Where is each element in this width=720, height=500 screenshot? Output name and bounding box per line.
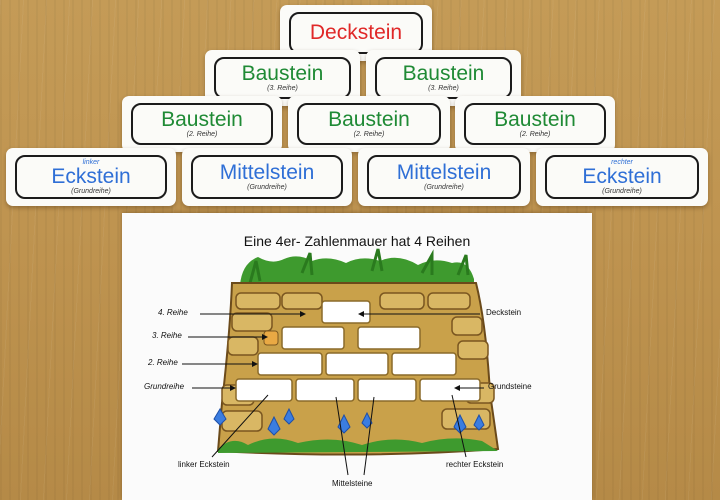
- card-frame: Mittelstein (Grundreihe): [191, 155, 343, 199]
- card-baustein-row2-right: Baustein (2. Reihe): [455, 96, 615, 152]
- card-word: Baustein: [328, 108, 410, 131]
- card-frame: Baustein (2. Reihe): [131, 103, 273, 145]
- card-frame: Baustein (2. Reihe): [464, 103, 606, 145]
- worksheet-title: Eine 4er- Zahlenmauer hat 4 Reihen: [243, 233, 471, 249]
- card-frame: Mittelstein (Grundreihe): [367, 155, 521, 199]
- card-sub: (Grundreihe): [247, 184, 287, 191]
- card-frame: Baustein (3. Reihe): [375, 57, 512, 99]
- card-sub: (2. Reihe): [353, 131, 385, 138]
- card-sub: (Grundreihe): [424, 184, 464, 191]
- number-stones: [235, 300, 481, 402]
- card-sub: (Grundreihe): [602, 187, 642, 195]
- card-baustein-row2-left: Baustein (2. Reihe): [122, 96, 282, 152]
- worksheet: Eine 4er- Zahlenmauer hat 4 Reihen: [122, 213, 592, 500]
- card-word: Eckstein: [51, 164, 131, 188]
- card-rechter-eckstein: rechter Eckstein (Grundreihe): [536, 148, 708, 206]
- label-base-row: Grundreihe: [144, 382, 185, 391]
- label-middle-stones: Mittelsteine: [332, 479, 373, 488]
- card-word: Baustein: [402, 62, 485, 85]
- card-tag: linker: [82, 158, 100, 166]
- label-right-corner: rechter Eckstein: [446, 460, 504, 469]
- wall-illustration: [182, 248, 500, 476]
- label-left-corner: linker Eckstein: [178, 460, 230, 469]
- card-mittelstein-right: Mittelstein (Grundreihe): [358, 148, 530, 206]
- card-sub: (3. Reihe): [428, 85, 459, 92]
- card-sub: (2. Reihe): [519, 131, 551, 138]
- card-sub: (Grundreihe): [71, 187, 111, 195]
- card-baustein-row2-middle: Baustein (2. Reihe): [288, 96, 450, 152]
- card-frame: Deckstein: [289, 12, 423, 54]
- label-row2: 2. Reihe: [148, 358, 178, 367]
- card-linker-eckstein: linker Eckstein (Grundreihe): [6, 148, 176, 206]
- card-word: Baustein: [494, 108, 576, 131]
- label-row3: 3. Reihe: [152, 331, 182, 340]
- card-frame: linker Eckstein (Grundreihe): [15, 155, 167, 199]
- pointer-lines: [182, 313, 484, 476]
- card-sub: (3. Reihe): [267, 85, 298, 92]
- card-word: Mittelstein: [396, 161, 492, 184]
- card-frame: rechter Eckstein (Grundreihe): [545, 155, 699, 199]
- card-word: Eckstein: [582, 164, 662, 188]
- card-word: Baustein: [241, 62, 324, 85]
- card-mittelstein-left: Mittelstein (Grundreihe): [182, 148, 352, 206]
- label-base-stones: Grundsteine: [488, 382, 532, 391]
- card-frame: Baustein (3. Reihe): [214, 57, 351, 99]
- pointer-arrowheads: [230, 311, 460, 391]
- label-top-stone: Deckstein: [486, 308, 522, 317]
- label-row4: 4. Reihe: [158, 308, 188, 317]
- card-frame: Baustein (2. Reihe): [297, 103, 441, 145]
- card-word: Deckstein: [309, 21, 403, 44]
- flowers: [213, 407, 498, 453]
- card-sub: (2. Reihe): [186, 131, 218, 138]
- card-tag: rechter: [611, 158, 633, 166]
- card-word: Mittelstein: [219, 161, 315, 184]
- card-word: Baustein: [161, 108, 243, 131]
